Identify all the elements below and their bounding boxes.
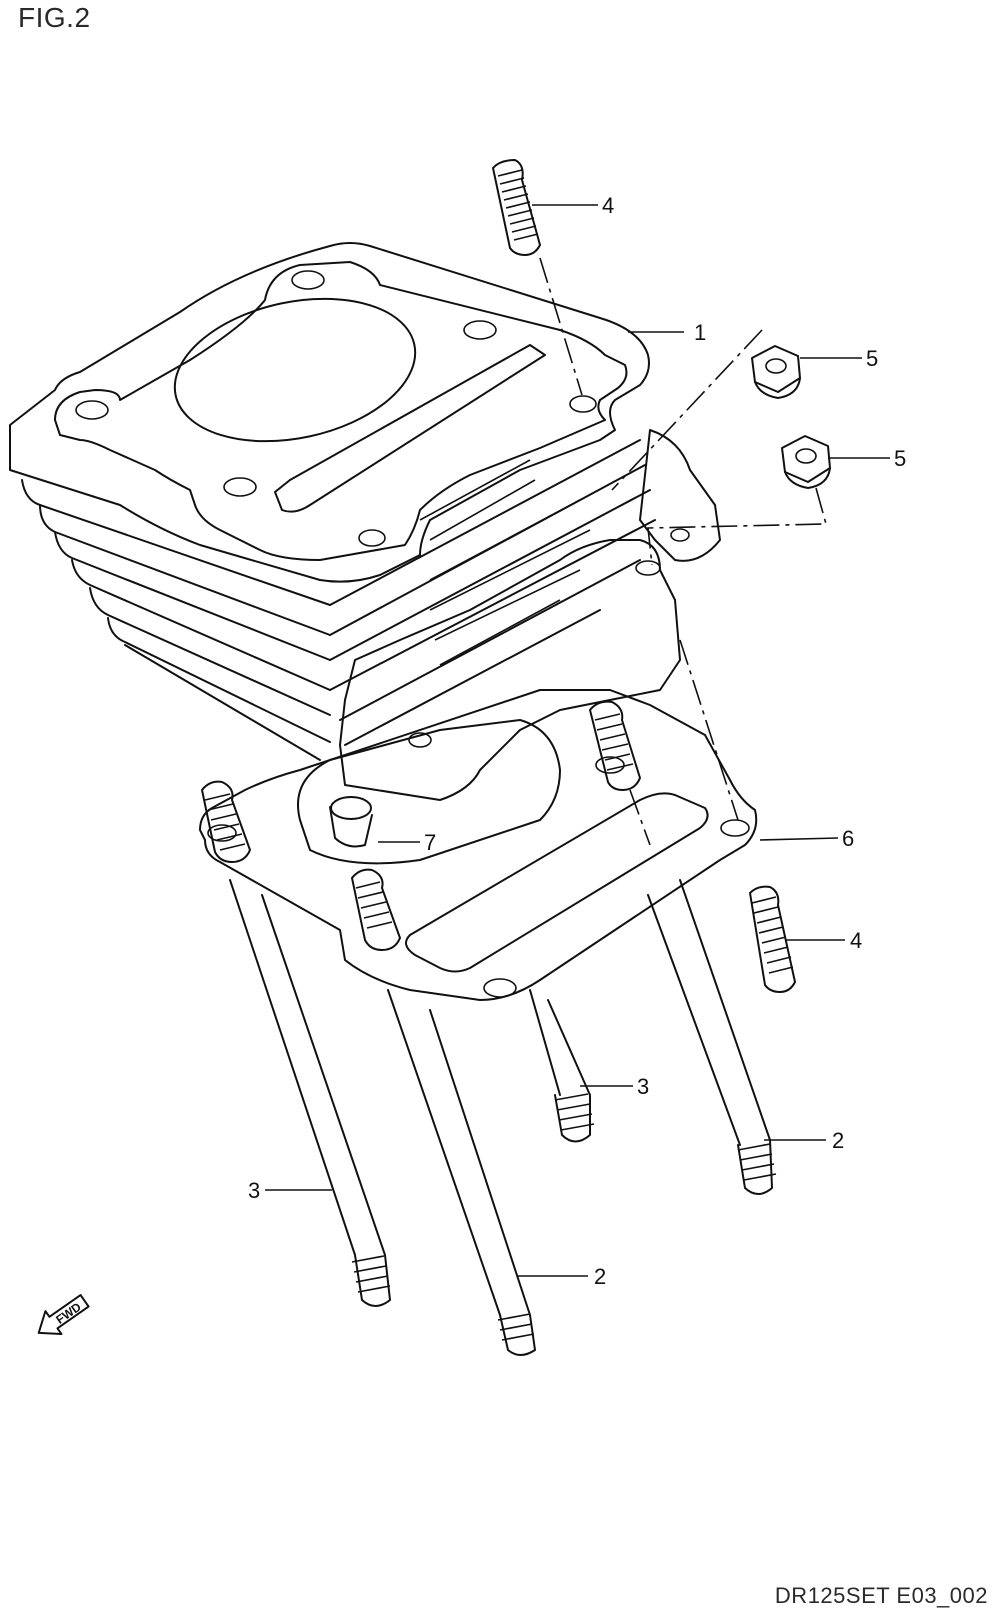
through-stud-rear [529, 989, 595, 1143]
through-stud-left [201, 780, 391, 1307]
diagram-code: DR125SET E03_002 [774, 1583, 988, 1608]
centerline-nut-lower [647, 487, 828, 566]
callout-4-top: 4 [602, 193, 614, 218]
callout-7: 7 [424, 830, 436, 855]
callout-6: 6 [842, 826, 854, 851]
flange-nut-upper [751, 345, 801, 399]
fwd-text: FWD [53, 1300, 84, 1327]
centerline-nut-upper [611, 329, 763, 491]
callout-1: 1 [694, 320, 706, 345]
centerline-mid-stud [629, 789, 651, 846]
callout-3-rear: 3 [637, 1074, 649, 1099]
fwd-arrow-icon: FWD [37, 1294, 90, 1336]
callout-4-right: 4 [850, 928, 862, 953]
dowel-pin [329, 796, 373, 848]
through-stud-front [351, 868, 536, 1356]
figure-label: FIG.2 [18, 2, 91, 33]
flange-nut-lower [781, 435, 831, 489]
stud-bolt-upper [492, 159, 541, 256]
cylinder-base-gasket [199, 689, 758, 1001]
callout-5-lower: 5 [894, 446, 906, 471]
callout-5-upper: 5 [866, 346, 878, 371]
centerline-stud-top [539, 257, 583, 396]
leader-lines [265, 204, 890, 1277]
through-stud-right [647, 879, 777, 1195]
stud-bolt-right [749, 885, 796, 993]
cylinder [9, 242, 721, 801]
centerline-gasket-right [679, 639, 739, 821]
callout-2-front: 2 [594, 1264, 606, 1289]
stud-bolt-mid [589, 700, 641, 791]
callout-2-right: 2 [832, 1128, 844, 1153]
callout-3-left: 3 [248, 1178, 260, 1203]
